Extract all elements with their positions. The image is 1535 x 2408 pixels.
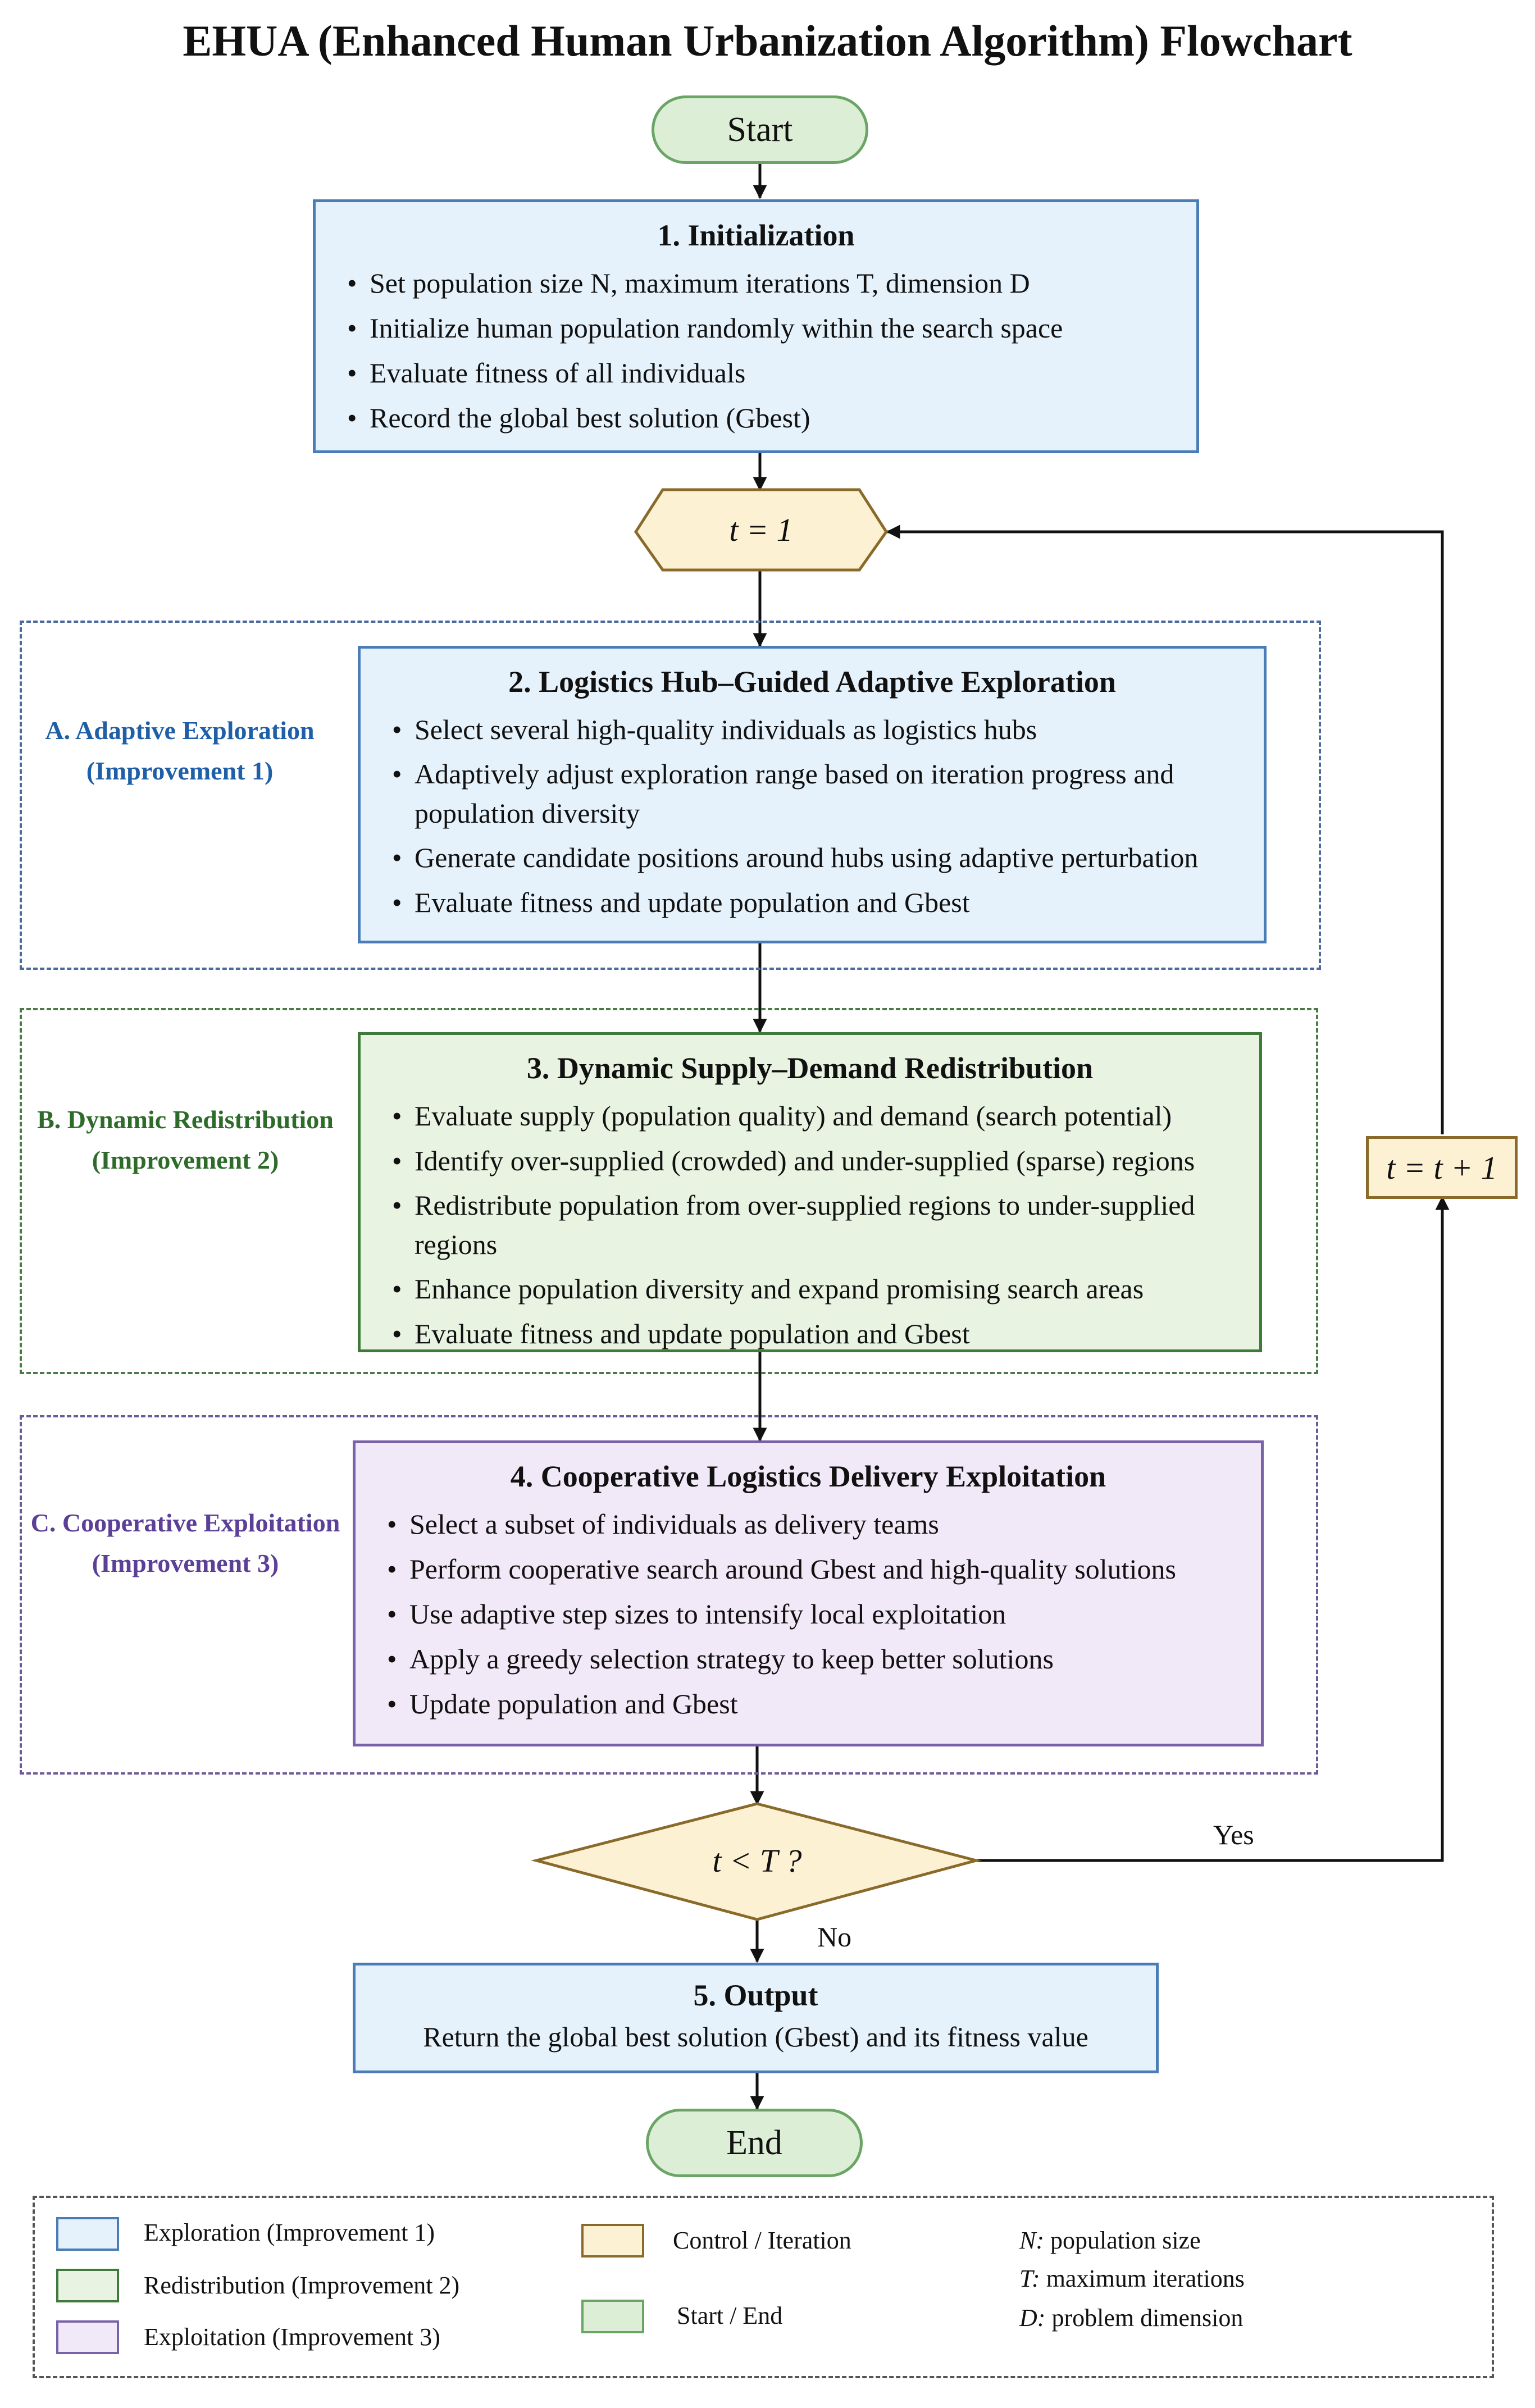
exploitation-heading: 4. Cooperative Logistics Delivery Exploi… <box>510 1460 1106 1493</box>
list-item: Record the global best solution (Gbest) <box>344 398 1168 438</box>
initialization-heading: 1. Initialization <box>657 218 855 252</box>
list-item: Identify over-supplied (crowded) and und… <box>389 1141 1231 1181</box>
list-item: Initialize human population randomly wit… <box>344 308 1168 348</box>
exploitation-side-label: C. Cooperative Exploitation (Improvement… <box>22 1503 348 1584</box>
list-item: Generate candidate positions around hubs… <box>389 837 1236 878</box>
list-item: Select a subset of individuals as delive… <box>384 1504 1233 1544</box>
exploration-box: 2. Logistics Hub–Guided Adaptive Explora… <box>358 646 1267 943</box>
list-item: Select several high-quality individuals … <box>389 709 1236 750</box>
list-item: Evaluate fitness and update population a… <box>389 1314 1231 1354</box>
exploitation-list: Select a subset of individuals as delive… <box>384 1504 1233 1724</box>
redistribution-region <box>20 1008 1318 1374</box>
output-box: 5. Output Return the global best solutio… <box>353 1963 1159 2073</box>
exploitation-region <box>20 1415 1318 1775</box>
loop-start-label: t = 1 <box>729 512 793 548</box>
legend <box>33 2196 1494 2378</box>
arrow-yes-to-increment <box>976 1196 1450 1862</box>
list-item: Evaluate fitness of all individuals <box>344 353 1168 393</box>
end-terminal: End <box>646 2109 863 2177</box>
list-item: Perform cooperative search around Gbest … <box>384 1549 1233 1589</box>
legend-swatch-redistribution <box>56 2269 119 2302</box>
decision-yes-label: Yes <box>1213 1819 1254 1850</box>
list-item: Redistribute population from over-suppli… <box>389 1185 1231 1264</box>
legend-swatch-exploration <box>56 2217 119 2251</box>
end-label: End <box>726 2123 782 2162</box>
list-item: Apply a greedy selection strategy to kee… <box>384 1639 1233 1679</box>
initialization-box: 1. Initialization Set population size N,… <box>313 199 1199 453</box>
list-item: Adaptively adjust exploration range base… <box>389 754 1236 833</box>
exploration-list: Select several high-quality individuals … <box>389 709 1236 923</box>
exploration-side-title: A. Adaptive Exploration <box>45 716 315 745</box>
list-item: Use adaptive step sizes to intensify loc… <box>384 1594 1233 1634</box>
exploration-heading: 2. Logistics Hub–Guided Adaptive Explora… <box>508 665 1116 699</box>
exploration-side-label: A. Adaptive Exploration (Improvement 1) <box>22 710 337 791</box>
redistribution-list: Evaluate supply (population quality) and… <box>389 1096 1231 1354</box>
legend-symbol-desc: problem dimension <box>1051 2304 1244 2332</box>
legend-label-control: Control / Iteration <box>673 2227 851 2254</box>
legend-symbol-desc: maximum iterations <box>1046 2265 1245 2292</box>
legend-symbol: T: <box>1019 2265 1040 2292</box>
legend-symbol: D: <box>1019 2304 1046 2332</box>
loop-start-hexagon <box>634 488 889 572</box>
legend-swatch-start-end <box>581 2300 644 2333</box>
legend-swatch-control <box>581 2224 644 2258</box>
list-item: Enhance population diversity and expand … <box>389 1269 1231 1309</box>
output-text: Return the global best solution (Gbest) … <box>423 2021 1088 2053</box>
redistribution-side-subtitle: (Improvement 2) <box>92 1146 279 1174</box>
list-item: Set population size N, maximum iteration… <box>344 263 1168 303</box>
list-item: Evaluate fitness and update population a… <box>389 882 1236 923</box>
decision-diamond <box>531 1802 982 1921</box>
start-label: Start <box>727 110 793 149</box>
decision-no-label: No <box>817 1921 852 1953</box>
redistribution-side-title: B. Dynamic Redistribution <box>37 1105 334 1134</box>
legend-label-start-end: Start / End <box>677 2302 783 2329</box>
decision-label: t < T ? <box>712 1842 802 1879</box>
start-terminal: Start <box>652 95 868 164</box>
legend-label-redistribution: Redistribution (Improvement 2) <box>144 2272 460 2299</box>
legend-symbol: N: <box>1019 2227 1044 2254</box>
legend-label-exploitation: Exploitation (Improvement 3) <box>144 2323 440 2351</box>
list-item: Update population and Gbest <box>384 1684 1233 1724</box>
exploitation-box: 4. Cooperative Logistics Delivery Exploi… <box>353 1440 1264 1746</box>
legend-symbol-desc: population size <box>1050 2227 1201 2254</box>
exploration-side-subtitle: (Improvement 1) <box>86 756 274 785</box>
legend-symbol-t: T: maximum iterations <box>1019 2264 1245 2293</box>
redistribution-box: 3. Dynamic Supply–Demand Redistribution … <box>358 1032 1262 1354</box>
exploration-region <box>20 621 1321 970</box>
page-title: EHUA (Enhanced Human Urbanization Algori… <box>183 16 1352 65</box>
redistribution-side-label: B. Dynamic Redistribution (Improvement 2… <box>22 1100 348 1180</box>
exploitation-side-subtitle: (Improvement 3) <box>92 1549 279 1577</box>
list-item: Evaluate supply (population quality) and… <box>389 1096 1231 1136</box>
redistribution-heading: 3. Dynamic Supply–Demand Redistribution <box>526 1051 1094 1085</box>
increment-box: t = t + 1 <box>1366 1136 1518 1199</box>
output-heading: 5. Output <box>693 1978 818 2012</box>
initialization-list: Set population size N, maximum iteration… <box>344 263 1168 438</box>
legend-label-exploration: Exploration (Improvement 1) <box>144 2219 435 2246</box>
arrow-increment-to-loop <box>886 525 1444 1134</box>
legend-symbol-n: N: population size <box>1019 2226 1201 2255</box>
legend-swatch-exploitation <box>56 2320 119 2354</box>
exploitation-side-title: C. Cooperative Exploitation <box>30 1508 340 1537</box>
legend-symbol-d: D: problem dimension <box>1019 2304 1243 2332</box>
